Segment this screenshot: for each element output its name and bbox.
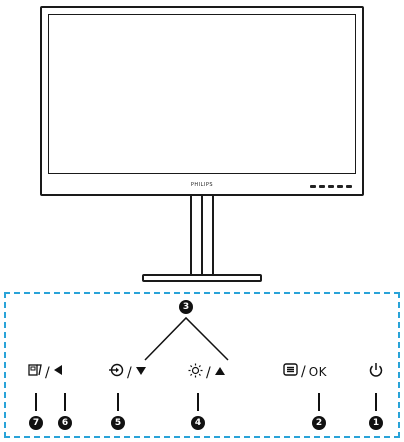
tick-6: [64, 393, 66, 411]
power-icon: [368, 362, 384, 383]
bezel-button: [310, 185, 316, 188]
separator: /: [45, 364, 50, 381]
left-arrow-icon: [53, 364, 63, 381]
stand-base: [142, 274, 262, 282]
tick-2: [318, 393, 320, 411]
monitor-bezel: PHILIPS: [40, 6, 364, 196]
callout-2: 2: [312, 416, 326, 430]
brightness-icon: [188, 363, 203, 383]
callout-3: 3: [179, 300, 193, 314]
smartimage-icon: [28, 363, 42, 382]
tick-1: [375, 393, 377, 411]
tick-4: [197, 393, 199, 411]
separator: /: [127, 364, 132, 381]
callout-5: 5: [111, 416, 125, 430]
callout-4: 4: [191, 416, 205, 430]
brightness-up-label: /: [188, 363, 226, 383]
down-arrow-icon: [135, 365, 147, 381]
bezel-button-strip: [310, 185, 352, 188]
input-source-icon: [108, 363, 124, 382]
stand-neck-line: [201, 196, 203, 274]
bezel-button: [346, 185, 352, 188]
bezel-button: [328, 185, 334, 188]
power-label: [368, 362, 384, 383]
monitor-screen: [48, 14, 356, 174]
menu-ok-label: / OK: [283, 363, 327, 381]
ok-label: OK: [308, 365, 328, 379]
up-arrow-icon: [214, 365, 226, 381]
tick-5: [117, 393, 119, 411]
separator: /: [301, 364, 306, 380]
input-down-label: /: [108, 363, 147, 382]
bezel-button: [337, 185, 343, 188]
brand-logo: PHILIPS: [190, 182, 214, 188]
menu-icon: [283, 363, 298, 381]
callout-6: 6: [58, 416, 72, 430]
bezel-button: [319, 185, 325, 188]
separator: /: [206, 365, 211, 381]
tick-7: [35, 393, 37, 411]
callout-1: 1: [369, 416, 383, 430]
smartimage-left-label: /: [28, 363, 63, 382]
controls-panel: [4, 292, 400, 438]
callout-7: 7: [29, 416, 43, 430]
